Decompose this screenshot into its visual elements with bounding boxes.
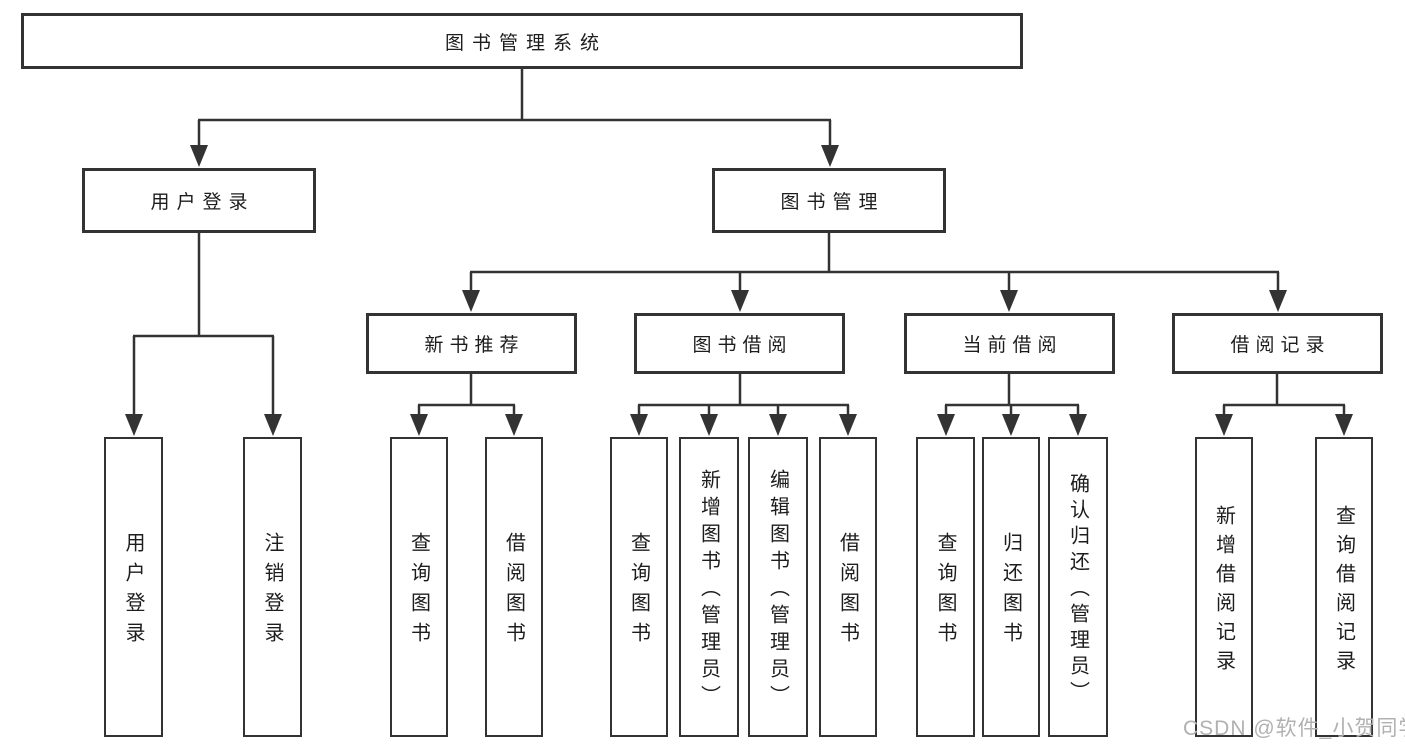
node-book-borrow-label: 图书借阅 [692,335,793,356]
leaf-query-books-current-label: 查询图书 [934,532,956,652]
leaf-add-book-admin-label: 新增图书（管理员） [697,469,720,712]
leaf-user-login-label: 用户登录 [122,532,144,652]
leaf-confirm-return-admin: 确认归还（管理员） [1048,437,1108,737]
node-current-borrow-label: 当前借阅 [962,335,1063,356]
leaf-add-book-admin: 新增图书（管理员） [679,437,739,737]
leaf-borrow-books-recommend: 借阅图书 [485,437,543,737]
node-user-login: 用户登录 [82,168,316,233]
leaf-edit-book-admin-label: 编辑图书（管理员） [766,469,789,712]
node-root-label: 图书管理系统 [444,32,607,54]
node-book-management-label: 图书管理 [780,192,885,213]
node-borrow-records-label: 借阅记录 [1230,335,1331,356]
leaf-confirm-return-admin-label: 确认归还（管理员） [1066,473,1089,707]
node-book-management: 图书管理 [712,168,946,233]
leaf-query-books-borrow-label: 查询图书 [627,532,650,652]
node-current-borrow: 当前借阅 [904,313,1115,374]
leaf-return-book: 归还图书 [982,437,1040,737]
leaf-add-borrow-record: 新增借阅记录 [1195,437,1253,737]
node-new-book-recommend-label: 新书推荐 [424,335,525,356]
node-borrow-records: 借阅记录 [1172,313,1383,374]
leaf-query-borrow-record: 查询借阅记录 [1315,437,1373,737]
node-user-login-label: 用户登录 [150,192,255,213]
leaf-query-books-recommend-label: 查询图书 [407,532,430,652]
csdn-watermark: CSDN @软件_小贺同学 [1183,717,1405,740]
leaf-borrow-books-recommend-label: 借阅图书 [502,532,525,652]
leaf-query-books-recommend: 查询图书 [390,437,448,737]
leaf-user-login: 用户登录 [104,437,163,737]
leaf-query-books-borrow: 查询图书 [610,437,668,737]
leaf-borrow-books-borrow-label: 借阅图书 [836,532,859,652]
leaf-return-book-label: 归还图书 [999,532,1022,652]
leaf-logout-label: 注销登录 [261,532,283,652]
node-book-borrow: 图书借阅 [634,313,845,374]
leaf-borrow-books-borrow: 借阅图书 [819,437,877,737]
leaf-logout: 注销登录 [243,437,302,737]
node-new-book-recommend: 新书推荐 [366,313,577,374]
leaf-add-borrow-record-label: 新增借阅记录 [1212,504,1235,679]
leaf-query-borrow-record-label: 查询借阅记录 [1332,504,1355,679]
leaf-edit-book-admin: 编辑图书（管理员） [748,437,808,737]
node-root-system: 图书管理系统 [21,13,1023,69]
leaf-query-books-current: 查询图书 [916,437,975,737]
